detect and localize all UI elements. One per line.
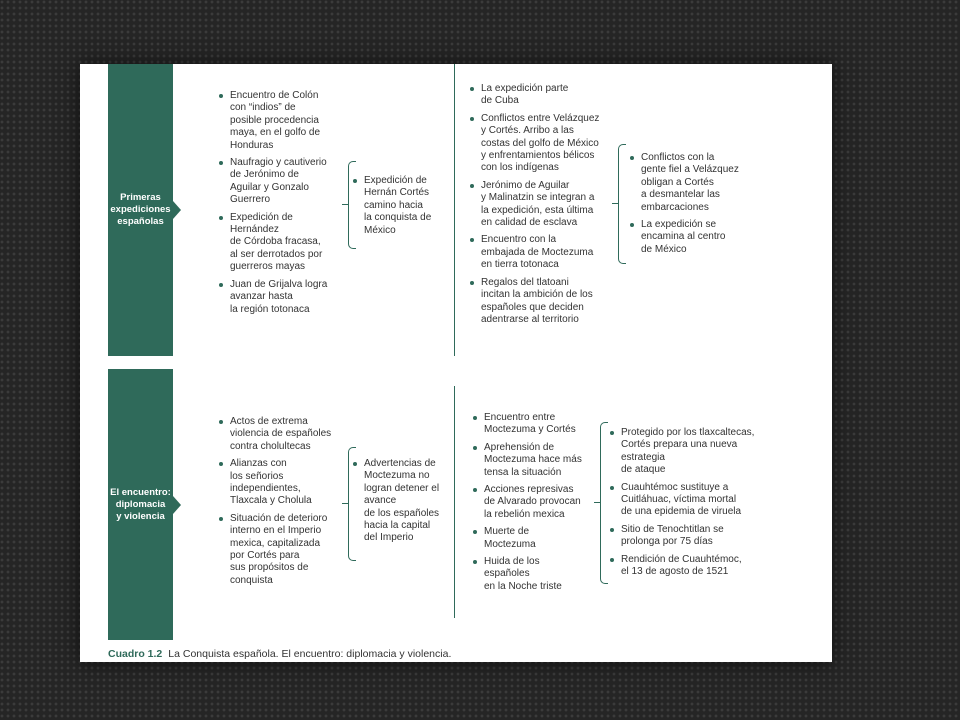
row-title-primeras-expediciones: Primeras expediciones españolas [108,64,181,356]
row1-expedition: Expedición de Hernán Cortés camino hacia… [351,175,451,242]
list-item: Juan de Grijalva logra avanzar hasta la … [217,279,339,316]
list-item: Aprehensión de Moctezuma hace más tensa … [471,442,599,479]
list-item: Cuauhtémoc sustituye a Cuitláhuac, vícti… [608,482,768,519]
row2-causes: Actos de extrema violencia de españoles … [217,416,339,592]
list-item: Situación de deterioro interno en el Imp… [217,513,339,587]
row2-bracket-1 [342,447,356,561]
list-item: Advertencias de Moctezuma no logran dete… [351,458,451,545]
row1-divider [454,64,456,356]
list-item: Expedición de Hernán Cortés camino hacia… [351,175,451,237]
list-item: Alianzas con los señorios independientes… [217,458,339,508]
list-item: La expedición se encamina al centro de M… [628,219,753,256]
list-item: Acciones represivas de Alvarado provocan… [471,484,599,521]
row1-causes: Encuentro de Colón con “indios” de posib… [217,90,339,321]
list-item: Jerónimo de Aguilar y Malinatzin se inte… [468,180,610,230]
list-item: Regalos del tlatoani incitan la ambición… [468,277,610,327]
list-item: Sitio de Tenochtitlan se prolonga por 75… [608,524,768,549]
list-item: Rendición de Cuauhtémoc, el 13 de agosto… [608,554,768,579]
list-item: Conflictos entre Velázquez y Cortés. Arr… [468,113,610,175]
row-title-arrow [173,495,181,514]
row2-divider [454,386,456,618]
list-item: Naufragio y cautiverio de Jerónimo de Ag… [217,157,339,207]
row-title-text: El encuentro: diplomacia y violencia [110,486,171,522]
row1-bracket-1 [342,161,356,249]
list-item: Protegido por los tlaxcaltecas, Cortés p… [608,427,768,477]
row-title-text: Primeras expediciones españolas [110,192,171,227]
row1-consequences: Conflictos con la gente fiel a Velázquez… [628,152,753,261]
list-item: Huida de los españoles en la Noche trist… [471,556,599,593]
list-item: Encuentro con la embajada de Moctezuma e… [468,234,610,271]
figure-caption: Cuadro 1.2 La Conquista española. El encu… [108,648,451,660]
list-item: Muerte de Moctezuma [471,526,599,551]
row1-events: La expedición parte de Cuba Conflictos e… [468,83,610,331]
row2-events: Encuentro entre Moctezuma y Cortés Apreh… [471,412,599,598]
slide: Primeras expediciones españolas Encuentr… [80,64,832,662]
list-item: Expedición de Hernández de Córdoba fraca… [217,212,339,274]
list-item: Actos de extrema violencia de españoles … [217,416,339,453]
row-title-el-encuentro: El encuentro: diplomacia y violencia [108,369,181,640]
row2-consequences: Protegido por los tlaxcaltecas, Cortés p… [608,427,768,583]
row2-bracket-2 [594,422,608,584]
row1-bracket-2 [612,144,626,264]
list-item: Conflictos con la gente fiel a Velázquez… [628,152,753,214]
list-item: Encuentro entre Moctezuma y Cortés [471,412,599,437]
caption-text: La Conquista española. El encuentro: dip… [168,648,452,660]
list-item: La expedición parte de Cuba [468,83,610,108]
row2-warnings: Advertencias de Moctezuma no logran dete… [351,458,451,550]
row-title-arrow [173,201,181,219]
caption-label: Cuadro 1.2 [108,648,163,660]
list-item: Encuentro de Colón con “indios” de posib… [217,90,339,152]
